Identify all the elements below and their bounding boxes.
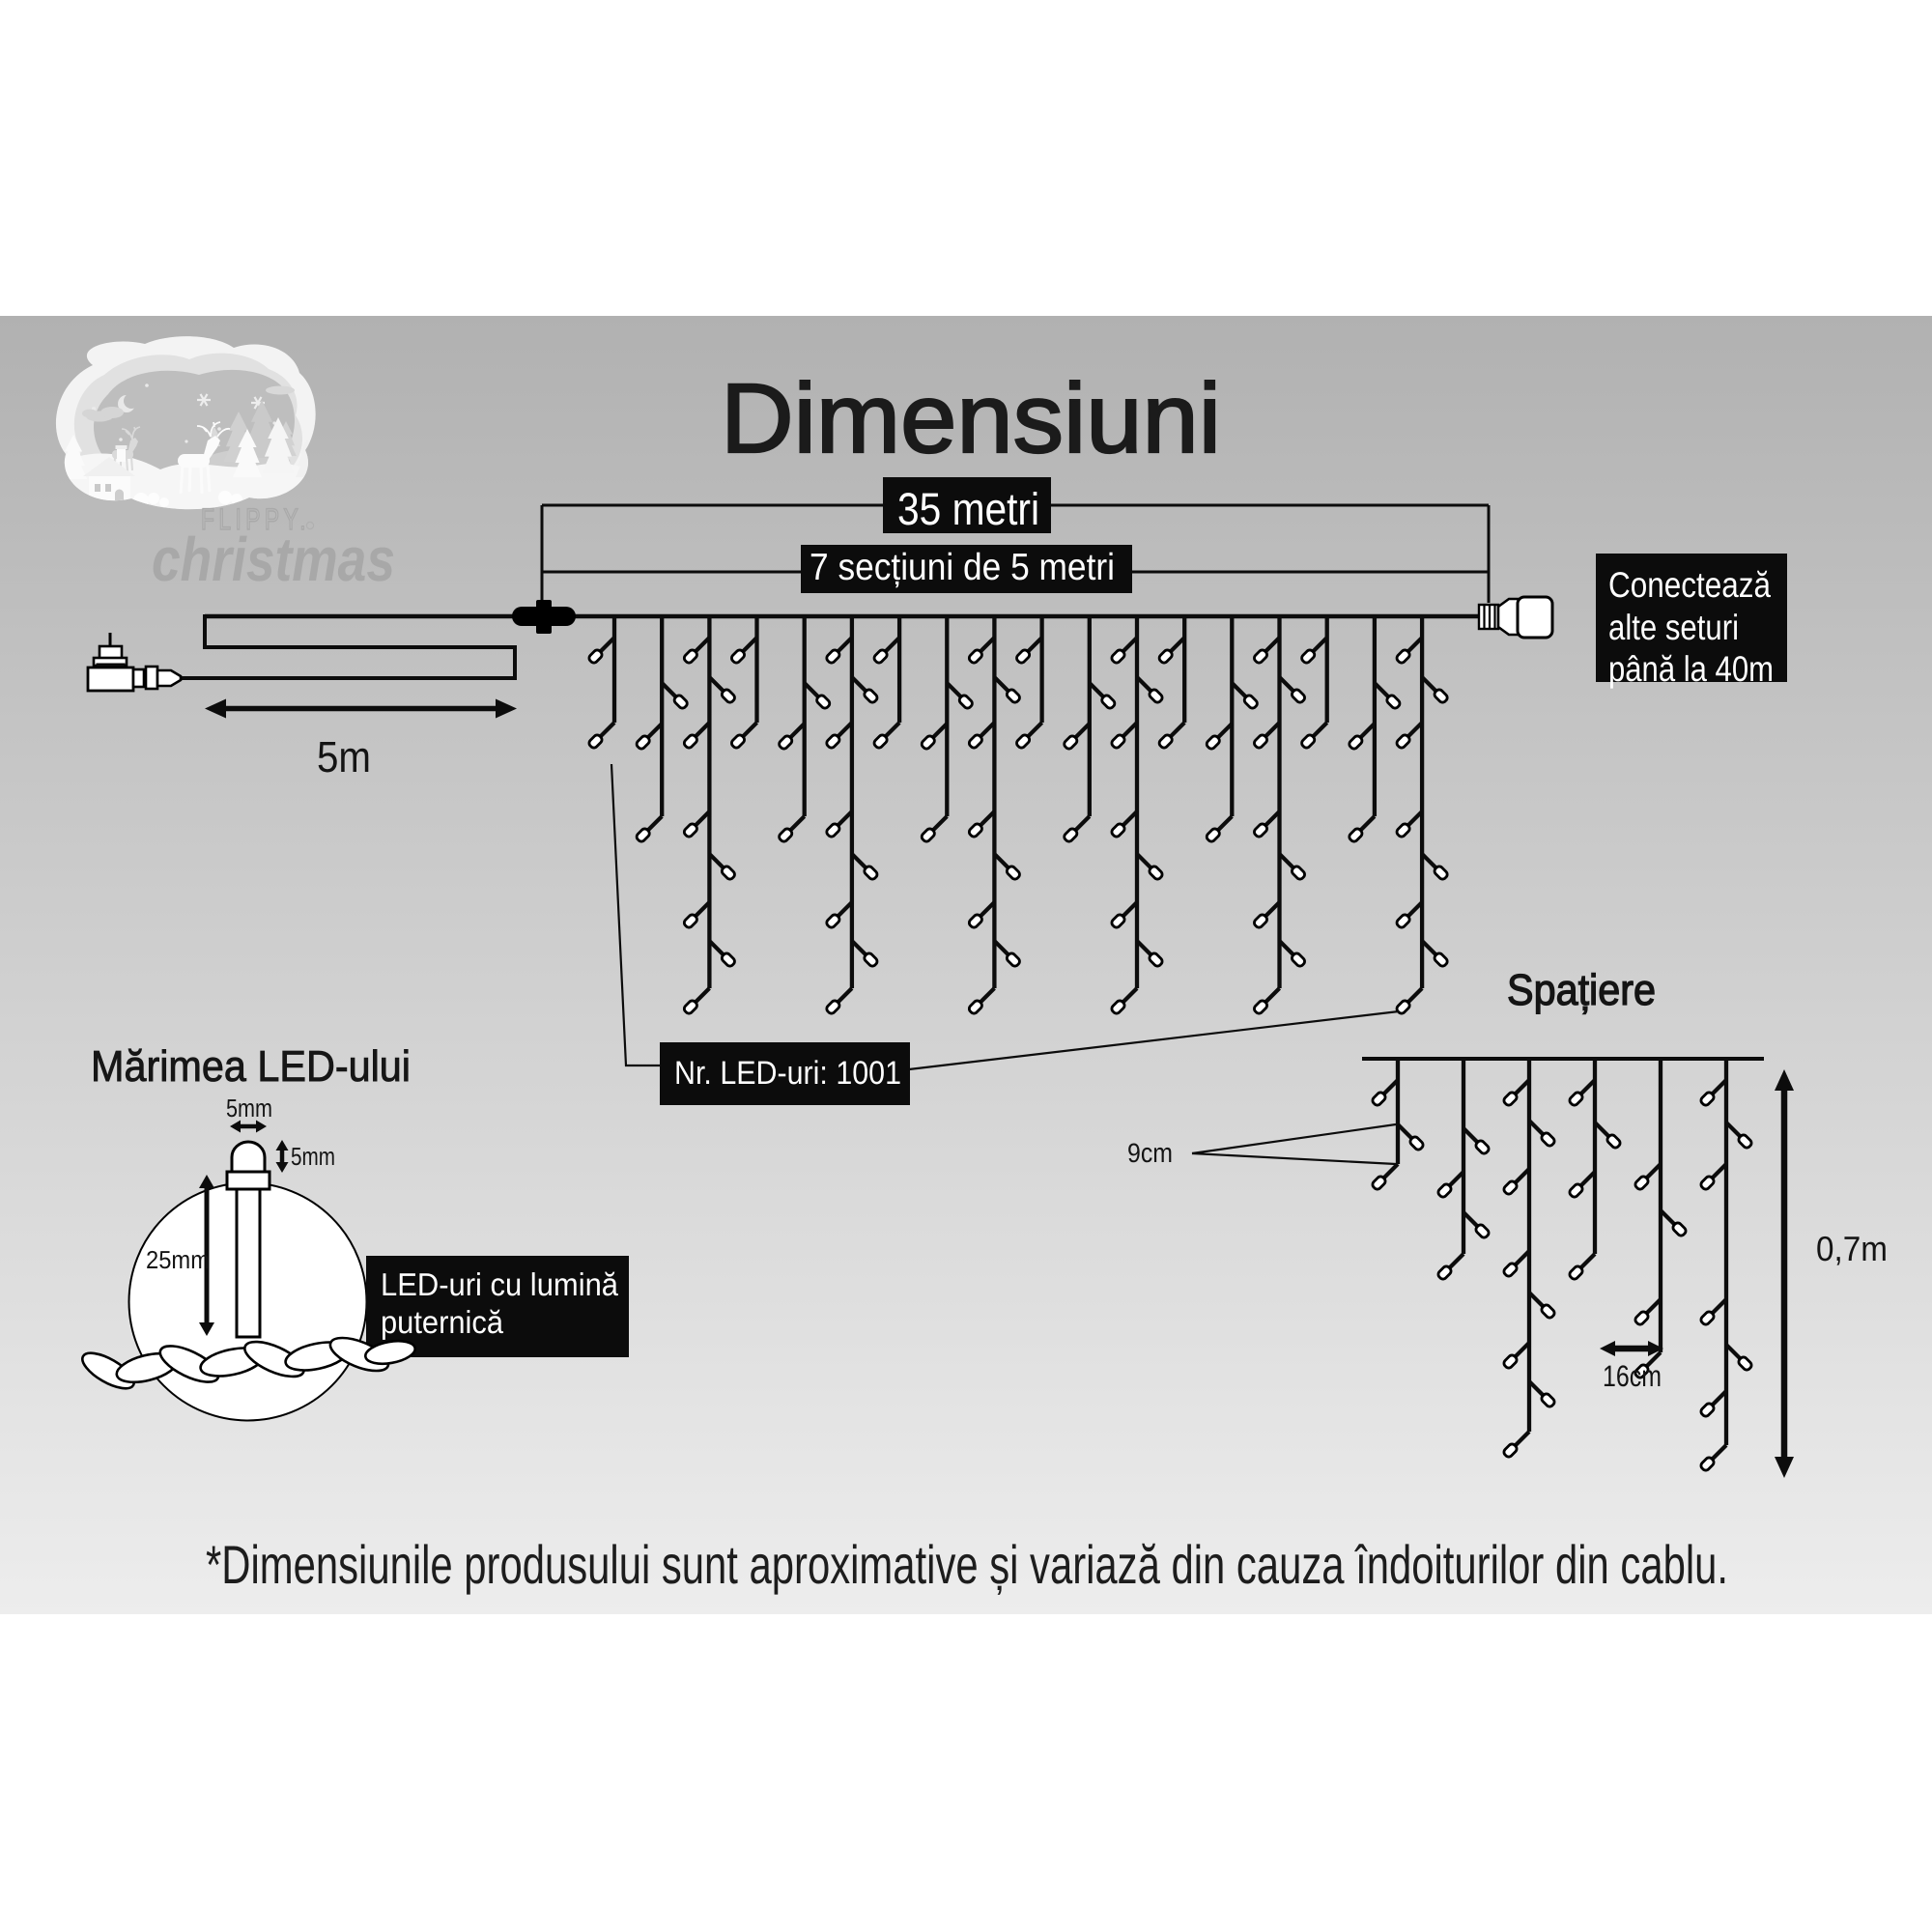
svg-text:9cm: 9cm (1127, 1138, 1173, 1168)
svg-text:Nr. LED-uri: 1001: Nr. LED-uri: 1001 (674, 1055, 901, 1092)
svg-text:Conectează: Conectează (1608, 565, 1771, 605)
svg-text:5mm: 5mm (226, 1094, 272, 1122)
svg-text:alte seturi: alte seturi (1608, 608, 1739, 647)
svg-text:35 metri: 35 metri (897, 483, 1039, 534)
svg-text:25mm: 25mm (146, 1245, 210, 1274)
svg-text:FLIPPY.: FLIPPY. (201, 502, 310, 536)
svg-text:5mm: 5mm (291, 1142, 335, 1171)
svg-text:7 secțiuni de 5 metri: 7 secțiuni de 5 metri (810, 547, 1115, 588)
svg-text:Spațiere: Spațiere (1507, 965, 1656, 1014)
svg-text:Mărimea LED-ului: Mărimea LED-ului (91, 1041, 411, 1091)
svg-text:*Dimensiunile produsului sunt: *Dimensiunile produsului sunt aproximati… (206, 1534, 1728, 1595)
svg-text:christmas: christmas (152, 525, 395, 594)
svg-text:Dimensiuni: Dimensiuni (721, 363, 1221, 473)
svg-text:16cm: 16cm (1603, 1359, 1662, 1393)
svg-text:5m: 5m (317, 732, 371, 781)
svg-text:până la 40m: până la 40m (1608, 649, 1774, 689)
svg-text:0,7m: 0,7m (1816, 1229, 1888, 1268)
svg-text:puternică: puternică (381, 1304, 504, 1340)
svg-text:LED-uri cu lumină: LED-uri cu lumină (381, 1266, 619, 1302)
